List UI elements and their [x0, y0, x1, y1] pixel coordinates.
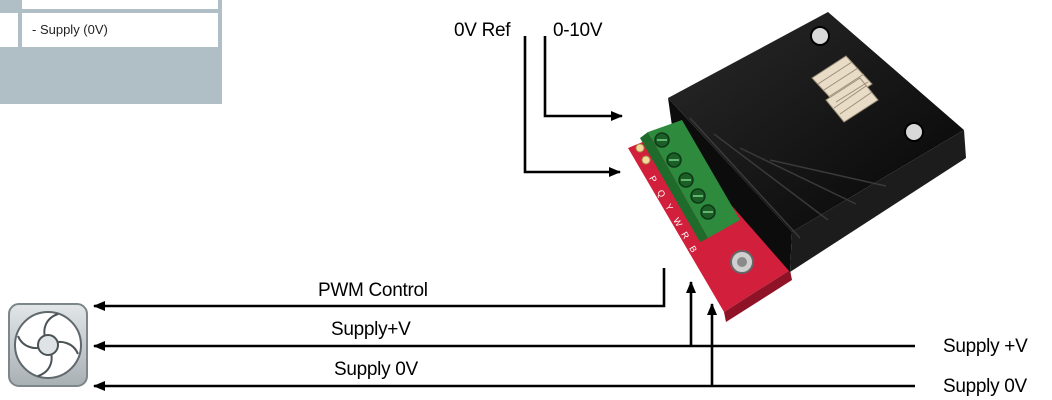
terminal-label-r: R — [679, 230, 691, 241]
arrow-0-10v — [543, 36, 623, 121]
mounting-hole-top — [810, 26, 830, 46]
arrow-0v-ref — [523, 36, 621, 177]
heatsink-side-left — [668, 98, 792, 272]
ribbon-connectors — [811, 55, 879, 123]
legend-cell-stub — [0, 13, 18, 47]
terminal-label-y: Y — [663, 202, 675, 212]
terminal-label-p: P — [647, 174, 659, 184]
terminal-block — [648, 120, 740, 238]
label-supply-0v-left: Supply 0V — [334, 359, 418, 380]
label-0-10v: 0-10V — [553, 20, 603, 41]
terminal-label-q: Q — [655, 188, 667, 199]
legend-row-supply-0v: - Supply (0V) — [22, 13, 218, 47]
label-supply-plus-v-left: Supply+V — [331, 319, 411, 340]
heatsink-top — [668, 12, 964, 232]
controller-board: P Q Y W R B — [628, 12, 966, 322]
terminal-label-b: B — [687, 244, 699, 254]
label-0v-ref: 0V Ref — [454, 20, 511, 41]
heatsink-side-right — [790, 130, 966, 272]
mounting-hole-right — [904, 122, 924, 142]
label-supply-plus-v-right: Supply +V — [943, 336, 1028, 357]
label-supply-0v-right: Supply 0V — [943, 376, 1027, 397]
arrow-pwm-control — [93, 268, 666, 311]
fan-icon — [8, 303, 88, 387]
legend-row-text: - Supply (0V) — [32, 22, 108, 37]
label-pwm-control: PWM Control — [318, 280, 428, 301]
legend-row-top — [22, 0, 218, 9]
legend-panel: - Supply (0V) — [0, 0, 222, 104]
